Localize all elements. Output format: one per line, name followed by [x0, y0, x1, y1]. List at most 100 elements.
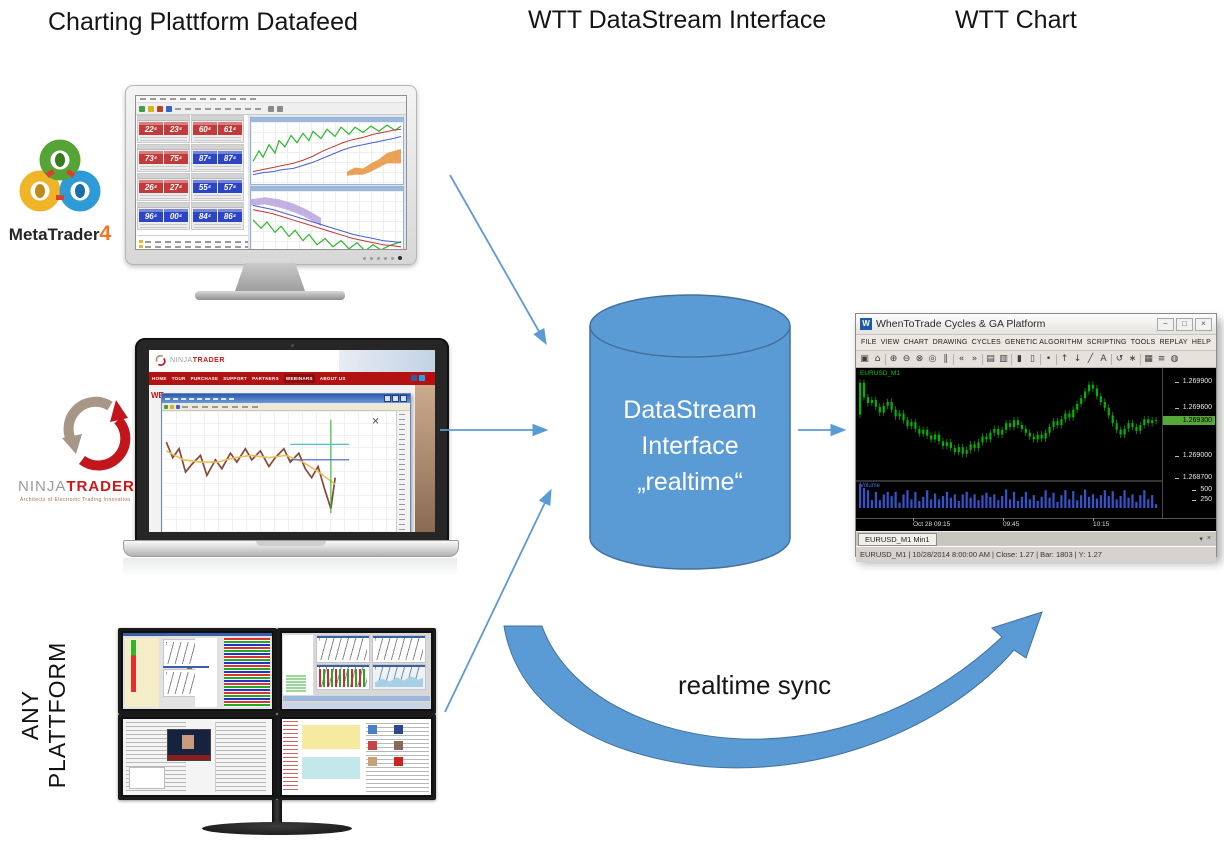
quote-header: [138, 145, 189, 150]
nt-nav-partners[interactable]: PARTNERS: [252, 376, 279, 381]
snapshot-icon[interactable]: ∗: [1128, 353, 1137, 364]
zoom-in-icon[interactable]: ⊕: [889, 353, 898, 364]
nt-chart-titlebar: [162, 394, 410, 403]
wtt-menu-chart[interactable]: CHART: [903, 339, 929, 346]
wtt-menu-scripting[interactable]: SCRIPTING: [1086, 339, 1127, 346]
mt4-toolbar-icon[interactable]: [277, 105, 283, 112]
panel-split-icon[interactable]: ▥: [999, 353, 1008, 364]
price-label: 1.269000: [1174, 452, 1212, 459]
close-icon[interactable]: ×: [1195, 317, 1212, 331]
quad-monitor-setup: [118, 628, 436, 835]
nt-site-header: NINJATRADER: [149, 350, 435, 373]
nt-nav-purchase[interactable]: PURCHASE: [190, 376, 219, 381]
youtube-icon[interactable]: [427, 375, 433, 381]
facebook-icon[interactable]: [411, 375, 417, 381]
mt4-toolbar-icon[interactable]: [157, 105, 163, 112]
time-label: 10:15: [1093, 518, 1110, 528]
chart-window-icon[interactable]: ▣: [860, 353, 869, 364]
delete-icon[interactable]: ▮: [1017, 353, 1022, 364]
svg-text:✕: ✕: [372, 416, 380, 427]
nt-chart-window-buttons[interactable]: [384, 395, 407, 402]
wtt-menu-drawing[interactable]: DRAWING: [932, 339, 968, 346]
bid-price[interactable]: 84⁴: [193, 209, 217, 222]
timer-icon[interactable]: ◍: [1170, 353, 1179, 364]
bid-price[interactable]: 60⁴: [193, 122, 217, 135]
nt-nav-tour[interactable]: TOUR: [171, 376, 186, 381]
tab-close-icon[interactable]: ×: [1206, 535, 1211, 542]
nt-nav-home[interactable]: HOME: [152, 376, 167, 381]
maximize-icon[interactable]: □: [1176, 317, 1193, 331]
minimize-icon[interactable]: −: [1157, 317, 1174, 331]
quote-footer: [140, 166, 187, 171]
twitter-icon[interactable]: [419, 375, 425, 381]
grid-icon[interactable]: ▦: [1144, 353, 1153, 364]
bid-price[interactable]: 73⁴: [139, 151, 163, 164]
mobile-icon[interactable]: ▯: [1030, 353, 1035, 364]
ask-price[interactable]: 00⁴: [164, 209, 188, 222]
ninjatrader-logo: [62, 396, 131, 471]
panel-grid-icon[interactable]: ▤: [986, 353, 995, 364]
mt4-toolbar-icon[interactable]: [268, 105, 274, 112]
quote-footer: [194, 195, 241, 200]
wtt-menu-help[interactable]: HELP: [1191, 339, 1211, 346]
nt-nav-webinars[interactable]: WEBINARS: [283, 374, 315, 383]
wtt-menu-replay[interactable]: REPLAY: [1159, 339, 1188, 346]
ask-price[interactable]: 23⁴: [164, 122, 188, 135]
bid-price[interactable]: 22⁴: [139, 122, 163, 135]
wtt-tab-eurusd[interactable]: EURUSD_M1 Min1: [858, 532, 937, 546]
wtt-menu-genetic-algorithm[interactable]: GENETIC ALGORITHM: [1004, 339, 1083, 346]
bid-price[interactable]: 96⁴: [139, 209, 163, 222]
ask-price[interactable]: 57⁴: [218, 180, 242, 193]
tab-dropdown-icon[interactable]: ▾: [1199, 536, 1203, 543]
text-tool-icon[interactable]: A: [1100, 353, 1107, 364]
ask-price[interactable]: 27⁴: [164, 180, 188, 193]
zoom-box-icon[interactable]: ⊗: [915, 353, 924, 364]
mt4-toolbar-icon[interactable]: [148, 105, 154, 112]
ask-price[interactable]: 87⁴: [218, 151, 242, 164]
zoom-reset-icon[interactable]: ◎: [928, 353, 937, 364]
zoom-out-icon[interactable]: ⊖: [902, 353, 911, 364]
ask-price[interactable]: 61⁴: [218, 122, 242, 135]
scroll-left-icon[interactable]: «: [958, 353, 965, 364]
nt-nav-about-us[interactable]: ABOUT US: [319, 376, 346, 381]
wtt-menu-file[interactable]: FILE: [861, 339, 877, 346]
settings-icon[interactable]: ⌂: [874, 353, 881, 364]
bar-spacing-icon[interactable]: ∥: [943, 353, 948, 364]
wtt-menu-cycles[interactable]: CYCLES: [971, 339, 1001, 346]
time-label: 09:45: [1003, 518, 1020, 528]
mt4-toolbar-icon[interactable]: [166, 105, 172, 112]
bid-price[interactable]: 87⁴: [193, 151, 217, 164]
arrow-up-icon[interactable]: ↑: [1060, 353, 1069, 364]
nt-nav-support[interactable]: SUPPORT: [223, 376, 248, 381]
quote-header: [192, 174, 243, 179]
wtt-toolbar: ▣ ⌂ ⊕ ⊖ ⊗ ◎ ∥ « » ▤ ▥ ▮ ▯ • ↑ ↓ ╱ A ↺ ∗ ▦ ≡ ◍: [856, 351, 1216, 368]
ask-price[interactable]: 75⁴: [164, 151, 188, 164]
wtt-menu-tools[interactable]: TOOLS: [1130, 339, 1156, 346]
mt4-symbol-tree: [137, 235, 251, 249]
dot-marker-icon[interactable]: •: [1045, 353, 1052, 364]
wtt-candlestick-plot[interactable]: [856, 368, 1162, 518]
wtt-tab-buttons[interactable]: ▾ ×: [1199, 535, 1214, 543]
arrow-down-icon[interactable]: ↓: [1073, 353, 1082, 364]
list-icon[interactable]: ≡: [1157, 353, 1166, 364]
toolbar-separator: [1140, 353, 1141, 365]
any-platform-label: ANY PLATTFORM: [17, 615, 73, 815]
wtt-menu-view[interactable]: VIEW: [880, 339, 900, 346]
bid-price[interactable]: 55⁴: [193, 180, 217, 193]
scroll-right-icon[interactable]: »: [971, 353, 978, 364]
mt4-toolbar-icon[interactable]: [139, 105, 145, 112]
bid-price[interactable]: 26⁴: [139, 180, 163, 193]
laptop-base: [123, 540, 459, 557]
arrow-mt4-to-datastream: [449, 174, 547, 346]
refresh-icon[interactable]: ↺: [1115, 353, 1124, 364]
mt4-chart-panel-2: [250, 186, 404, 249]
ask-price[interactable]: 86⁴: [218, 209, 242, 222]
trendline-icon[interactable]: ╱: [1087, 353, 1094, 364]
